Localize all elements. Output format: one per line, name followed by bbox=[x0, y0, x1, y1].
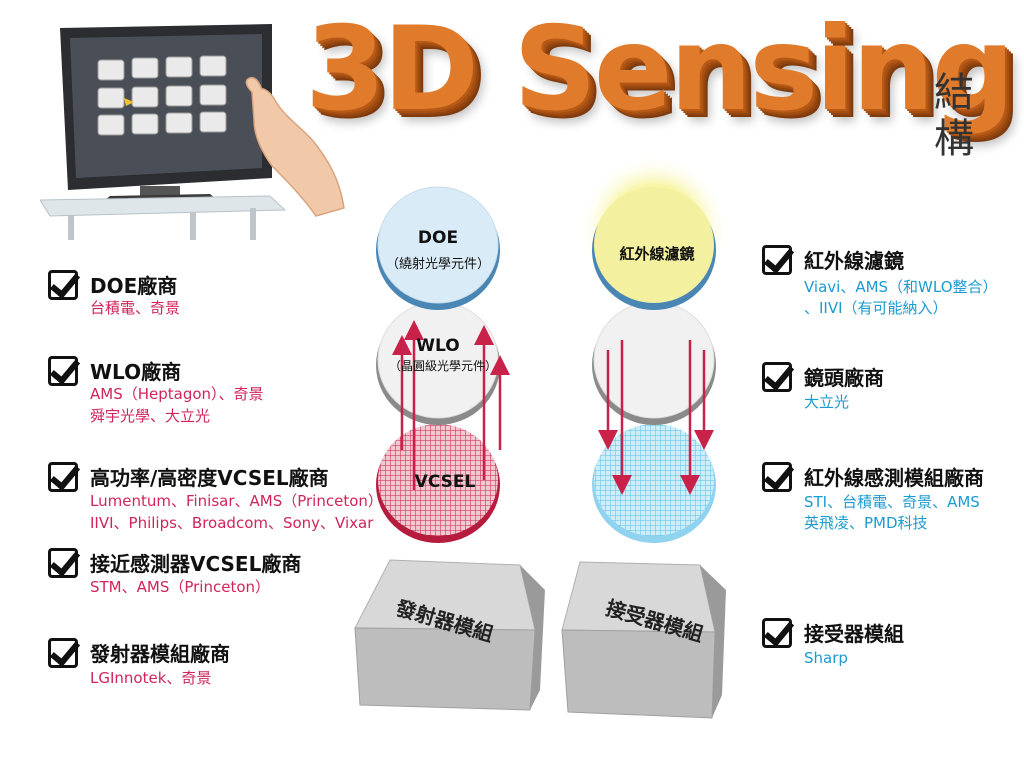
check-icon bbox=[48, 548, 78, 578]
receiver-module-box bbox=[561, 561, 726, 719]
check-icon bbox=[48, 270, 78, 300]
receiver-arrows bbox=[598, 340, 714, 495]
doe-sub-label: （繞射光學元件） bbox=[385, 257, 490, 272]
emitter-arrows bbox=[392, 320, 510, 490]
check-icon bbox=[48, 638, 78, 668]
receiver-lens-disc bbox=[592, 301, 716, 425]
check-icon bbox=[762, 362, 792, 392]
receiver-filter-disc bbox=[592, 187, 716, 310]
filter-label: 紅外線濾鏡 bbox=[619, 245, 695, 263]
check-icon bbox=[48, 356, 78, 386]
title-side: 結構 bbox=[934, 70, 974, 162]
check-icon bbox=[762, 245, 792, 275]
title: 3D Sensing bbox=[305, 2, 1015, 137]
wlo-label: WLO bbox=[416, 336, 460, 356]
check-icon bbox=[48, 462, 78, 492]
vcsel-label: VCSEL bbox=[414, 472, 476, 492]
emitter-vcsel-disc bbox=[376, 424, 500, 543]
emitter-doe-disc bbox=[376, 186, 500, 310]
stack-diagram bbox=[354, 155, 729, 719]
check-icon bbox=[762, 618, 792, 648]
monitor-illustration bbox=[40, 24, 345, 240]
receiver-sensor-disc bbox=[592, 424, 716, 543]
emitter-module-box bbox=[354, 559, 545, 711]
check-icon bbox=[762, 462, 792, 492]
wlo-sub-label: （晶圓級光學元件） bbox=[388, 359, 497, 373]
doe-label: DOE bbox=[417, 228, 459, 248]
